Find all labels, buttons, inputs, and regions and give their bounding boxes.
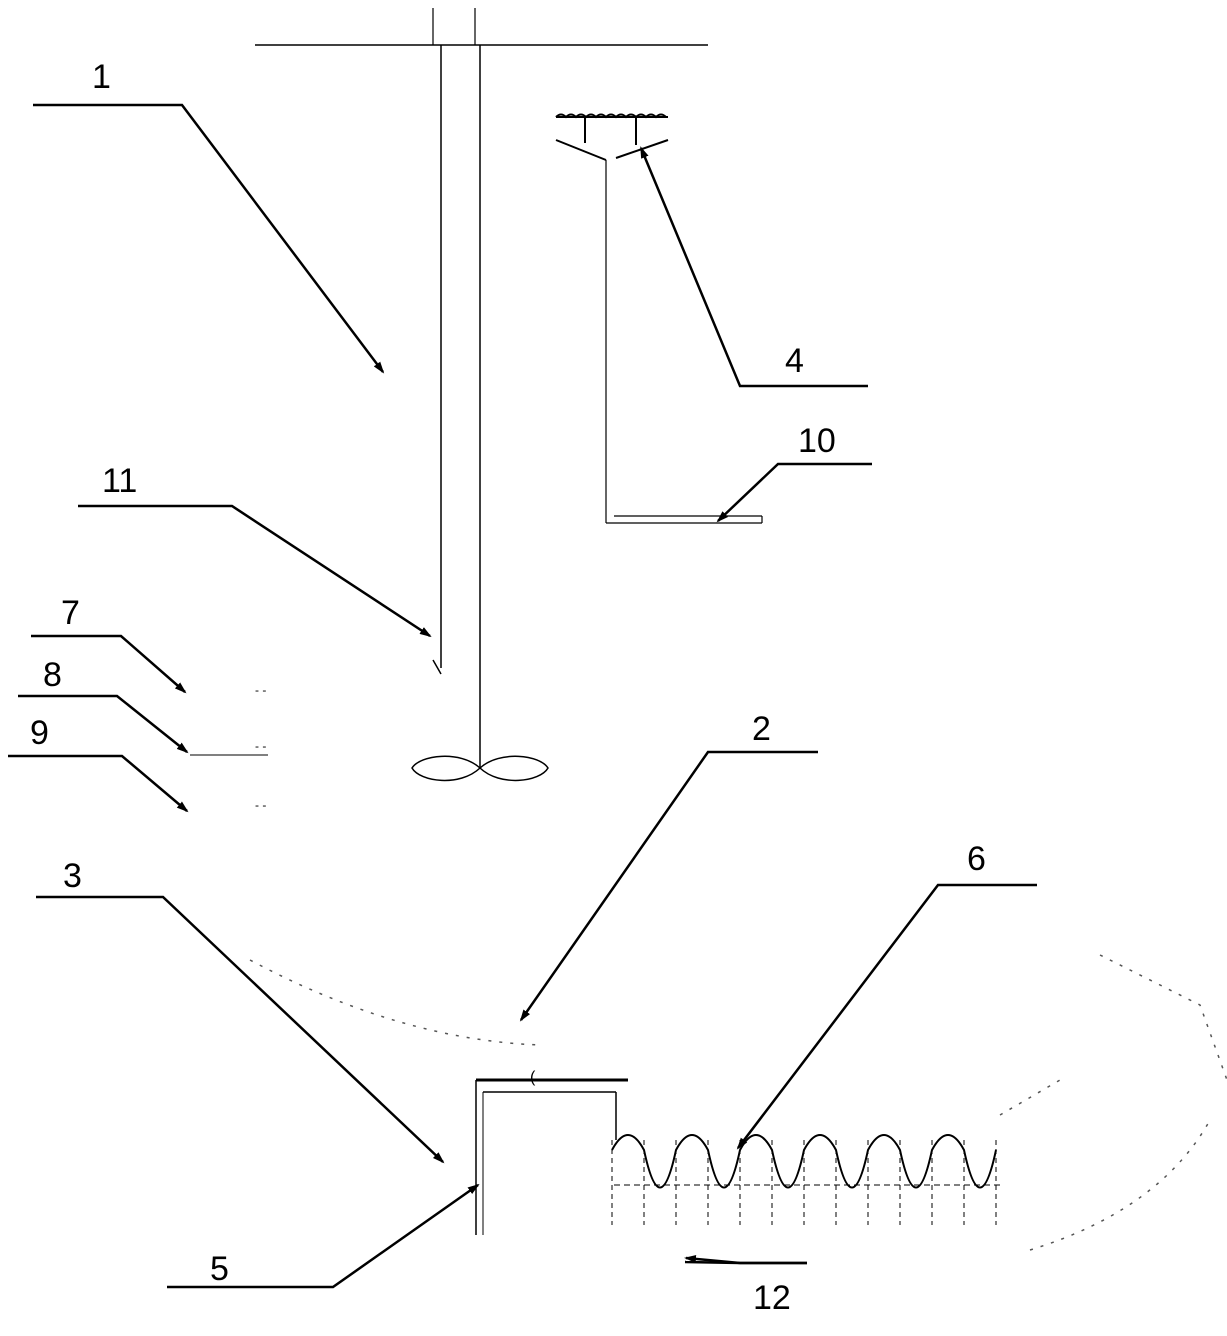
inlet-ports: - - - - - -: [190, 683, 268, 812]
spray-head-assembly: [555, 113, 763, 524]
label-5: 5: [210, 1250, 229, 1288]
leader-5: [167, 1183, 480, 1289]
leader-10: [716, 462, 872, 523]
leader-7: [31, 634, 187, 694]
lid-mark: (: [530, 1069, 536, 1086]
leader-6: [736, 883, 1037, 1150]
label-12: 12: [753, 1279, 791, 1317]
heating-coil: [611, 1134, 1000, 1225]
outline-top-right: [1099, 954, 1227, 1081]
leader-11: [78, 504, 432, 638]
label-11: 11: [102, 462, 137, 500]
label-2: 2: [752, 710, 771, 748]
label-10: 10: [798, 422, 836, 460]
leader-lines: [8, 103, 1037, 1289]
leader-2: [519, 750, 818, 1022]
dip-tube-tip: [432, 659, 442, 675]
label-6: 6: [967, 840, 986, 878]
leader-1: [33, 103, 385, 374]
leader-3: [36, 895, 445, 1164]
coil-ticks: [611, 1140, 997, 1225]
leader-12: [684, 1254, 807, 1265]
leader-4: [639, 146, 868, 388]
outline-left-arc: [249, 959, 541, 1046]
label-1: 1: [92, 58, 111, 96]
labels: 1 2 3 4 5 6 7 8 9 10 11 12: [30, 58, 986, 1317]
label-7: 7: [61, 594, 80, 632]
stirrer-assembly: [255, 8, 708, 782]
outer-vessel-outline: [249, 954, 1227, 1251]
impeller-blade: [411, 755, 549, 782]
label-3: 3: [63, 857, 82, 895]
leader-8: [18, 694, 189, 754]
port-mark-9: - -: [255, 798, 266, 812]
outline-bottom-right: [1029, 1119, 1211, 1251]
outline-small: [999, 1079, 1061, 1116]
spray-head-cone-left: [555, 139, 607, 161]
port-mark-7: - -: [255, 683, 266, 697]
leader-9: [8, 754, 189, 813]
port-mark-8: - -: [255, 739, 266, 753]
label-4: 4: [785, 342, 804, 380]
label-9: 9: [30, 714, 49, 752]
bottom-vessel: (: [475, 1069, 628, 1235]
label-8: 8: [43, 656, 62, 694]
